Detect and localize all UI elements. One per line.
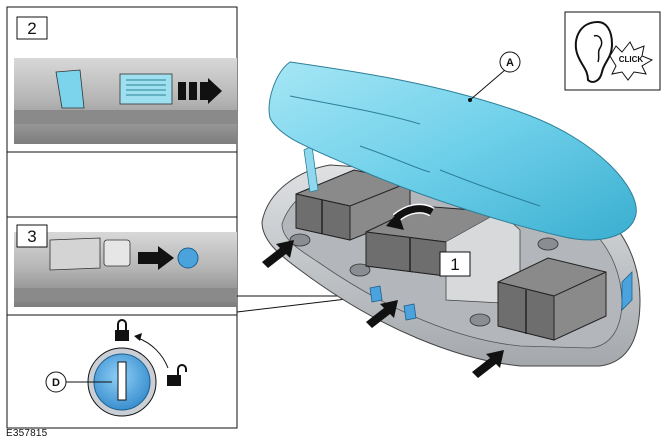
- step-2-callout-box: [16, 16, 48, 40]
- lock-closed-icon: [115, 319, 129, 341]
- latch-rail-edge: [14, 110, 237, 124]
- latch-tab: [55, 69, 85, 109]
- step-2-detail: [14, 58, 237, 144]
- step-3-callout: 3: [27, 227, 36, 246]
- step-2-callout: 2: [27, 19, 36, 38]
- mounting-clamps: [289, 233, 559, 327]
- arrow-icon: [178, 78, 222, 104]
- click-burst: [609, 41, 654, 81]
- key-slot: [117, 361, 127, 401]
- ear-icon: [574, 20, 614, 83]
- part-d-callout-circle: [45, 371, 67, 393]
- step-1-callout-box: [439, 251, 471, 277]
- roof-box: [261, 61, 641, 367]
- luggage-right: [497, 257, 607, 341]
- curved-arrow-icon: [386, 203, 435, 230]
- arrow-icon: [262, 240, 504, 378]
- lock-rail-edge: [14, 288, 237, 302]
- rotation-arc: [137, 337, 169, 369]
- step-3-detail: [14, 232, 237, 307]
- box-lid: [268, 61, 637, 241]
- arrow-icon: [138, 246, 174, 270]
- part-d-callout: D: [52, 377, 60, 389]
- step-3-callout-box: [16, 224, 48, 248]
- lock-housing: [49, 237, 101, 271]
- latch-slider: [119, 73, 173, 105]
- step-1-callout: 1: [450, 255, 459, 274]
- lock-button: [103, 239, 131, 267]
- lock-open-icon: [167, 364, 187, 386]
- luggage-left: [295, 169, 411, 241]
- key-lock-detail: [66, 319, 187, 417]
- lock-indicator: [177, 247, 199, 269]
- click-label: CLICK: [619, 55, 644, 64]
- part-a-callout: A: [506, 57, 514, 69]
- figure-id: E357815: [6, 428, 48, 439]
- part-a-callout-circle: [499, 51, 521, 73]
